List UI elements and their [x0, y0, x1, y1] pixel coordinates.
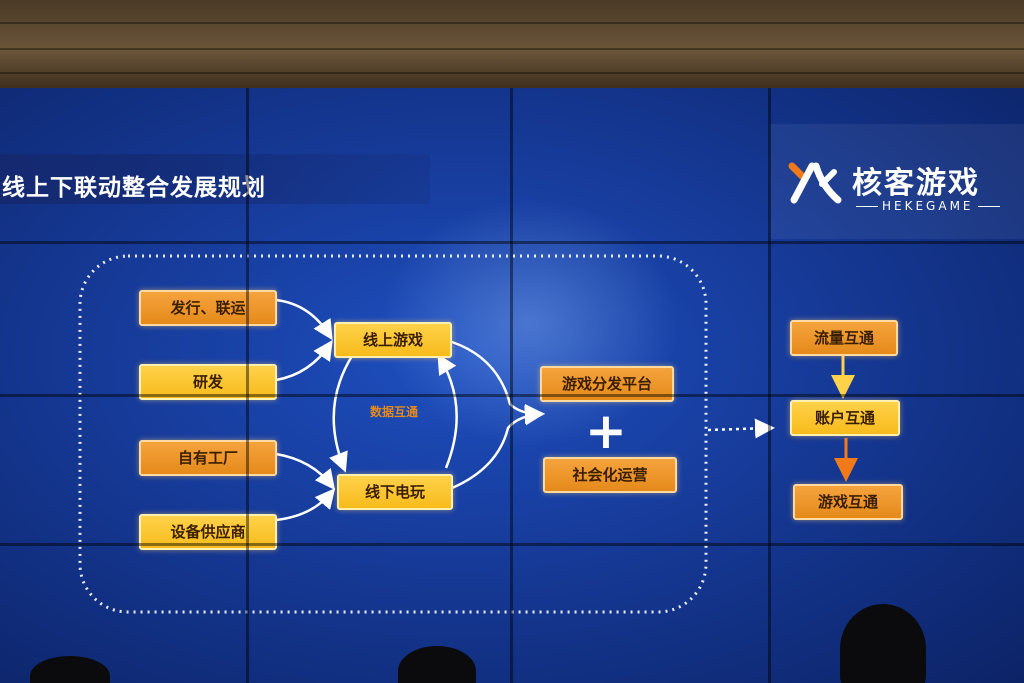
social-operations: 社会化运营: [543, 457, 677, 493]
logo-subtext: HEKEGAME: [852, 199, 1004, 213]
source-publishing: 发行、联运: [139, 290, 277, 326]
flow-connectors: [78, 254, 858, 614]
dotted-group-border: [78, 254, 708, 614]
hub-offline-arcade: 线下电玩: [337, 474, 453, 510]
connector-offline-to-platform: [451, 405, 545, 490]
source-own-factory: 自有工厂: [139, 440, 277, 476]
data-link-label: 数据互通: [369, 405, 418, 419]
connector-factory-to-offline: [275, 452, 336, 490]
connector-online-to-offline: [329, 355, 354, 473]
connector-rd-to-online: [275, 339, 333, 382]
title-bar: [0, 154, 430, 204]
hub-online-games: 线上游戏: [334, 322, 452, 358]
audience-head: [398, 646, 476, 683]
result-traffic: 流量互通: [790, 320, 898, 356]
connector-publish-to-online: [275, 298, 333, 341]
ceiling: [0, 0, 1024, 92]
plus-sign: +: [585, 402, 627, 460]
source-equipment-supplier: 设备供应商: [139, 514, 277, 550]
connector-online-to-platform: [451, 340, 545, 424]
result-game: 游戏互通: [793, 484, 903, 520]
logo-panel: [770, 124, 1024, 239]
source-rd: 研发: [139, 364, 277, 400]
video-wall-screen: 线上下联动整合发展规划 核客游戏 HEKEGAME: [0, 88, 1024, 683]
logo-text: 核客游戏: [852, 166, 980, 201]
result-account: 账户互通: [790, 400, 900, 436]
audience-head: [840, 604, 926, 683]
hekegame-logo-icon: [788, 162, 842, 204]
connector-platform-to-results: [707, 418, 775, 439]
connector-offline-to-online: [437, 353, 458, 469]
audience-head: [30, 656, 110, 683]
page-title: 线上下联动整合发展规划: [2, 175, 266, 201]
game-distribution-platform: 游戏分发平台: [540, 366, 674, 402]
connector-supplier-to-offline: [275, 488, 336, 522]
